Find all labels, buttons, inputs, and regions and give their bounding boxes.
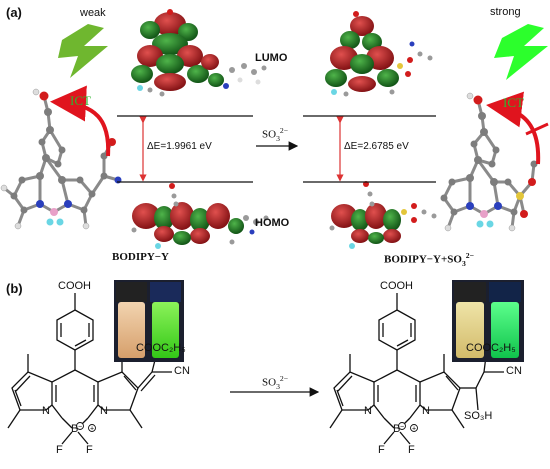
cn-right: CN: [506, 365, 522, 377]
ict-arrow-right: [486, 91, 541, 165]
homo-skeleton-left: [131, 183, 269, 249]
energy-gap-right: ΔE=2.6785 eV: [344, 141, 409, 152]
ester-right: COOC₂H₅: [466, 342, 516, 354]
atom-b-left: B: [71, 423, 79, 435]
atom-n-left-2: N: [100, 405, 108, 417]
compound-name-right: BODIPY−Y+SO32−: [384, 251, 475, 268]
gap-arrows: [139, 116, 344, 182]
atom-f-left-1: F: [56, 444, 63, 456]
cooh-right: COOH: [380, 280, 413, 292]
ict-label-right: ICT: [503, 95, 524, 110]
svg-text:−: −: [78, 424, 82, 431]
molecule-3d-right-atoms: [440, 92, 538, 232]
reagent-label-b: SO32−: [262, 374, 289, 391]
ester-left: COOC₂H₅: [136, 342, 186, 354]
vial-photo-right: [452, 280, 524, 362]
cn-left: CN: [174, 365, 190, 377]
atom-b-right: B: [393, 423, 401, 435]
energy-levels: [117, 115, 436, 183]
compound-name-left: BODIPY−Y: [112, 251, 169, 263]
homo-label: HOMO: [255, 217, 290, 229]
homo-orbital-left: [132, 202, 244, 245]
atom-f-right-2: F: [408, 444, 415, 456]
lightning-weak-icon: [58, 24, 108, 78]
weak-label: weak: [80, 7, 106, 19]
atom-n-left-1: N: [42, 405, 50, 417]
lumo-orbital-left: [131, 12, 224, 91]
charge-marks-right: − +: [398, 422, 418, 433]
ict-block-mark: [525, 122, 549, 136]
ict-arrow-left: [50, 85, 111, 157]
panel-label-b: (b): [6, 281, 23, 296]
svg-text:−: −: [400, 424, 404, 431]
reagent-label-a: SO32−: [262, 126, 289, 143]
svg-text:+: +: [412, 426, 416, 433]
charge-marks-left: − +: [76, 422, 96, 433]
atom-n-right-2: N: [422, 405, 430, 417]
lightning-strong-icon: [494, 24, 548, 80]
lumo-skeleton-right: [331, 11, 433, 97]
atom-f-right-1: F: [378, 444, 385, 456]
homo-orbital-right: [331, 203, 401, 244]
lumo-skeleton-left: [137, 9, 267, 97]
strong-label: strong: [490, 6, 521, 18]
panel-label-a: (a): [6, 5, 22, 20]
structure-right: [329, 293, 504, 445]
cooh-left: COOH: [58, 280, 91, 292]
atom-f-left-2: F: [86, 444, 93, 456]
vial-photo-left: [114, 280, 184, 362]
svg-text:+: +: [90, 426, 94, 433]
lumo-orbital-right: [325, 16, 399, 92]
homo-skeleton-right: [329, 181, 437, 249]
atom-n-right-1: N: [364, 405, 372, 417]
so3h-group: SO₃H: [464, 410, 493, 422]
energy-gap-left: ΔE=1.9961 eV: [147, 141, 212, 152]
molecule-3d-left: [3, 95, 119, 227]
lumo-label: LUMO: [255, 52, 288, 64]
molecule-3d-left-atoms: [0, 88, 122, 230]
ict-label-left: ICT: [70, 93, 91, 108]
structure-left: [7, 293, 172, 445]
